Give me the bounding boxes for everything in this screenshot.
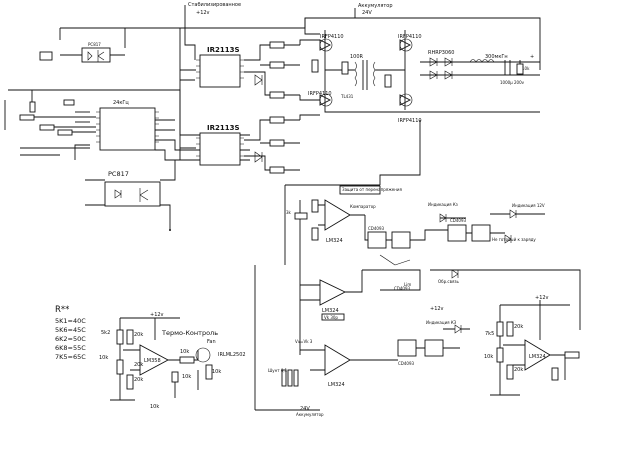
- battery-voltage: 24V: [362, 10, 372, 16]
- mid-p12: +12v: [430, 306, 444, 312]
- thermo-20k-a: 20k: [134, 332, 143, 338]
- mosfet-tl-label: IRFP4110: [320, 34, 344, 40]
- top-rails: [4, 5, 541, 161]
- rectifier-label: RHRP3060: [428, 50, 454, 56]
- trafo-label: 100R: [350, 54, 364, 60]
- driver-a-label: IR2113S: [207, 46, 240, 54]
- legend-row-5: 7K5=65C: [55, 353, 86, 361]
- cmp3-label: LM324: [328, 382, 345, 388]
- legend-row-2: 5K6=45C: [55, 326, 86, 334]
- flip4-label: CD4093: [394, 286, 411, 291]
- right-20k-a: 20k: [514, 324, 523, 330]
- out-plus-label: +: [530, 54, 534, 60]
- led4-label: Не готовый к заряду: [492, 237, 536, 242]
- feedback-area: [254, 120, 421, 411]
- thermo-title: Термо-Контроль: [161, 329, 218, 337]
- note-label: Компаратор: [350, 204, 376, 209]
- choke-label: 300мкГн: [485, 54, 508, 60]
- rectifier: [420, 57, 540, 80]
- thermo-20k-b: 20k: [134, 362, 143, 368]
- bottom-batt-v: 24V: [300, 406, 310, 412]
- thermo-p12: +12v: [150, 312, 164, 318]
- leds: [439, 209, 545, 334]
- cmp2-label: LM324: [322, 308, 339, 314]
- right-comparator: [490, 300, 580, 396]
- fan-label: Fan: [207, 339, 216, 345]
- thermo-5k2: 5k2: [101, 330, 110, 336]
- thermo-10k-c: 10k: [182, 374, 191, 380]
- thermo-10k-b: 10k: [180, 349, 189, 355]
- mosfet-tr-label: IRFP4110: [398, 34, 422, 40]
- thermo-10k-d: 10k: [212, 369, 221, 375]
- temperature-legend: R** 5K1=40C 5K6=45C 6K2=50C 6K8=55C 7K5=…: [55, 305, 86, 361]
- led2-label: Индикация Кз: [428, 202, 458, 207]
- opto-main: [85, 160, 176, 231]
- driver-b-label: IR2113S: [207, 124, 240, 132]
- comparator-2: [300, 270, 363, 306]
- thermo-cmp-label: LM358: [144, 358, 161, 364]
- led1-label: Индикация 12V: [512, 203, 545, 208]
- hv-cap-label: 1000µ 200v: [500, 80, 525, 85]
- stab-label: Стабилизированное: [188, 2, 241, 8]
- mosfet-ml-label: IRFP4110: [308, 91, 332, 97]
- driver-wiring: [179, 28, 320, 174]
- thermo-20k-c: 20k: [134, 377, 143, 383]
- opto-small: [39, 47, 125, 63]
- pwm-chip-label: 24кГц: [113, 100, 129, 106]
- bottom-10k: 10k: [150, 404, 159, 410]
- right-20k-b: 20k: [514, 367, 523, 373]
- driver-a: [196, 54, 244, 88]
- legend-row-1: 5K1=40C: [55, 317, 86, 325]
- right-7k5: 7k5: [485, 331, 494, 337]
- neg-in-label: 3k: [286, 210, 292, 215]
- opto-main-label: PC817: [108, 170, 129, 178]
- battery-label: Аккумулятор: [358, 3, 393, 9]
- legend-row-3: 6K2=50C: [55, 335, 86, 343]
- lim-label: Lim: [404, 282, 411, 287]
- stab-voltage: +12v: [196, 10, 210, 16]
- driver-b: [196, 132, 244, 166]
- mosfet-mr-label: IRFP4110: [398, 118, 422, 124]
- right-cmp-label: LM324: [529, 354, 546, 360]
- vv-label: Vv=Vk 3: [295, 339, 313, 344]
- mosfet-bridge: [311, 30, 540, 113]
- flip3-label: CD4093: [398, 361, 415, 366]
- ntc-label: 10k: [522, 66, 530, 71]
- thermo-control: [110, 317, 213, 401]
- comparator-3: [281, 344, 375, 387]
- opto-small-label: PC817: [88, 42, 101, 47]
- shunt-label: Шунт 0,1: [268, 368, 288, 373]
- pwm-chip: [96, 107, 159, 151]
- legend-title: R**: [55, 305, 69, 315]
- cmp1-label: LM324: [326, 238, 343, 244]
- tl431-label: TL431: [340, 94, 354, 99]
- logic-gates: [362, 215, 581, 361]
- led3-label: Индикация КЗ: [426, 320, 457, 325]
- right-10k-a: 10k: [484, 354, 493, 360]
- flip2-label: CD4093: [450, 218, 467, 223]
- thermo-fet-label: IRLML2502: [218, 352, 246, 358]
- pwm-resistors: [19, 90, 96, 136]
- flip1-label: CD4093: [368, 226, 385, 231]
- fb-label: Обр.связь: [438, 279, 460, 284]
- test-r-label: Vk 30p: [324, 315, 338, 320]
- bottom-batt-label: Аккумулятор: [296, 412, 324, 417]
- thermo-10k-a: 10k: [99, 355, 108, 361]
- overvolt-note: Защита от перенапряжения: [342, 187, 402, 192]
- comparator-1: [318, 199, 365, 231]
- right-p12: +12v: [535, 295, 549, 301]
- legend-row-4: 6K8=55C: [55, 344, 86, 352]
